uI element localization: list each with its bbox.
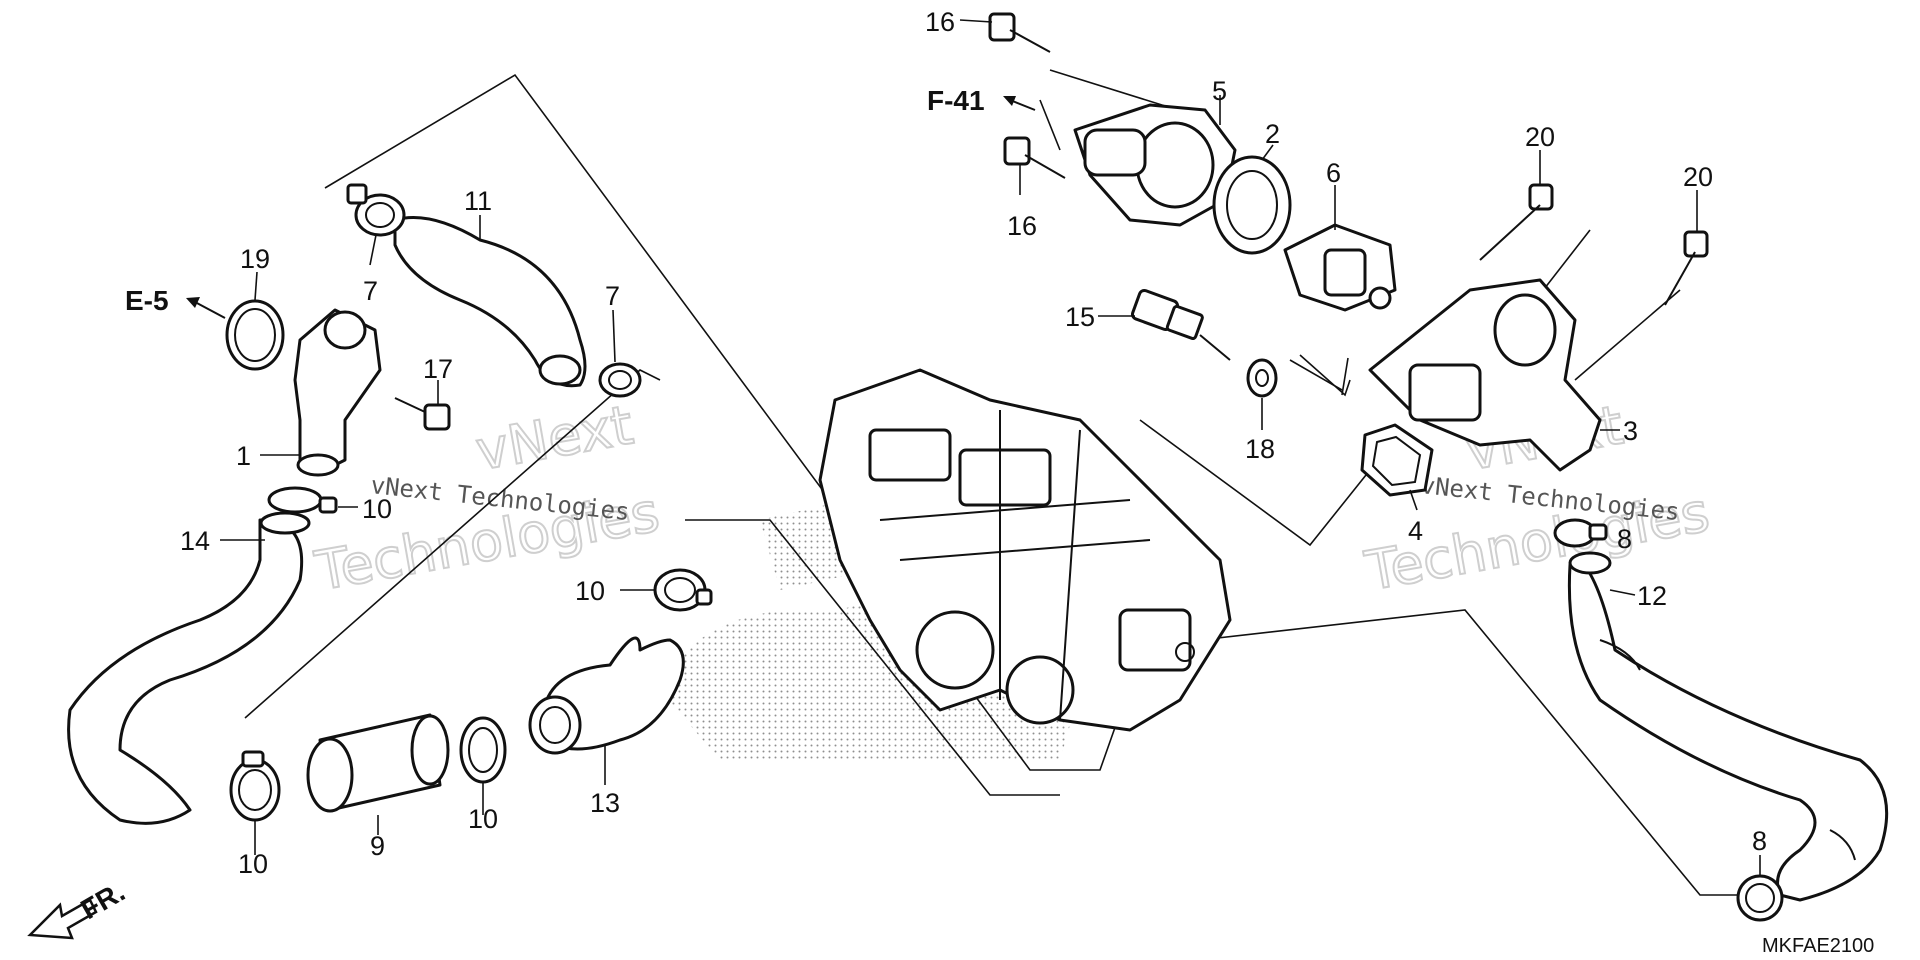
callout-8-right: 8 <box>1617 524 1632 554</box>
callout-7-left: 7 <box>363 276 378 306</box>
reference-e5-label: E-5 <box>125 285 169 316</box>
bolt-16-top <box>988 12 1051 53</box>
callout-5: 5 <box>1212 76 1227 106</box>
thermostat-6 <box>1283 223 1397 312</box>
callout-leaders <box>220 19 1761 875</box>
clamp-10-left <box>229 750 281 822</box>
seal-ring-2 <box>1212 155 1292 255</box>
callout-1: 1 <box>236 441 251 471</box>
callout-2: 2 <box>1265 119 1280 149</box>
callout-15: 15 <box>1065 302 1095 332</box>
callout-9: 9 <box>370 831 385 861</box>
bolt-20-left <box>1479 183 1554 261</box>
callout-10-left: 10 <box>238 849 268 879</box>
callout-4: 4 <box>1408 516 1423 546</box>
front-indicator: FR. <box>27 876 130 940</box>
callout-12: 12 <box>1637 581 1667 611</box>
clamp-10-middle <box>653 568 713 612</box>
callout-16-top: 16 <box>925 7 955 37</box>
arrow-f41-icon <box>1003 96 1016 106</box>
callout-3: 3 <box>1623 416 1638 446</box>
clamp-8-right <box>1553 518 1608 548</box>
pump-housing-3 <box>1368 278 1602 472</box>
clamp-7-left <box>346 183 406 237</box>
callout-14: 14 <box>180 526 210 556</box>
bolt-17 <box>394 397 451 431</box>
clamp-10-right <box>459 716 507 784</box>
o-ring-19 <box>225 299 285 371</box>
washer-18 <box>1246 358 1278 398</box>
bolt-16-lower <box>1003 136 1066 179</box>
front-arrow-icon <box>27 898 98 940</box>
clamp-7-right <box>598 362 642 398</box>
callout-6: 6 <box>1326 158 1341 188</box>
engine-block <box>818 368 1232 732</box>
temperature-sensor-15 <box>1130 288 1231 361</box>
callout-7-right: 7 <box>605 281 620 311</box>
callout-13: 13 <box>590 788 620 818</box>
callout-20-right: 20 <box>1683 162 1713 192</box>
clamp-8-bottom <box>1736 874 1784 922</box>
clamp-10-top <box>267 486 338 514</box>
callout-16-lower: 16 <box>1007 211 1037 241</box>
callout-20-left: 20 <box>1525 122 1555 152</box>
callout-8-bottom: 8 <box>1752 826 1767 856</box>
bolt-20-right <box>1664 230 1709 306</box>
callout-10-middle: 10 <box>575 576 605 606</box>
callout-10-top: 10 <box>362 494 392 524</box>
hose-14 <box>67 511 311 825</box>
hose-13 <box>528 636 685 755</box>
callout-18: 18 <box>1245 434 1275 464</box>
gasket-4 <box>1360 423 1434 497</box>
pipe-9 <box>306 713 450 813</box>
reference-f41-label: F-41 <box>927 85 985 116</box>
callout-labels: 16 16 5 2 6 20 20 15 18 3 4 8 12 8 11 7 … <box>180 7 1767 879</box>
thermostat-cover <box>1073 103 1237 227</box>
hose-12 <box>1567 551 1889 902</box>
callout-10-right: 10 <box>468 804 498 834</box>
arrow-e5-icon <box>186 297 200 308</box>
reference-f41: F-41 <box>927 85 1036 116</box>
water-joint-1 <box>293 308 382 477</box>
callout-19: 19 <box>240 244 270 274</box>
callout-11: 11 <box>464 186 492 216</box>
diagram-code: MKFAE2100 <box>1762 935 1874 957</box>
callout-17: 17 <box>423 354 453 384</box>
reference-e5: E-5 <box>125 285 226 319</box>
watermark-vnext-left: vNext <box>471 393 637 482</box>
